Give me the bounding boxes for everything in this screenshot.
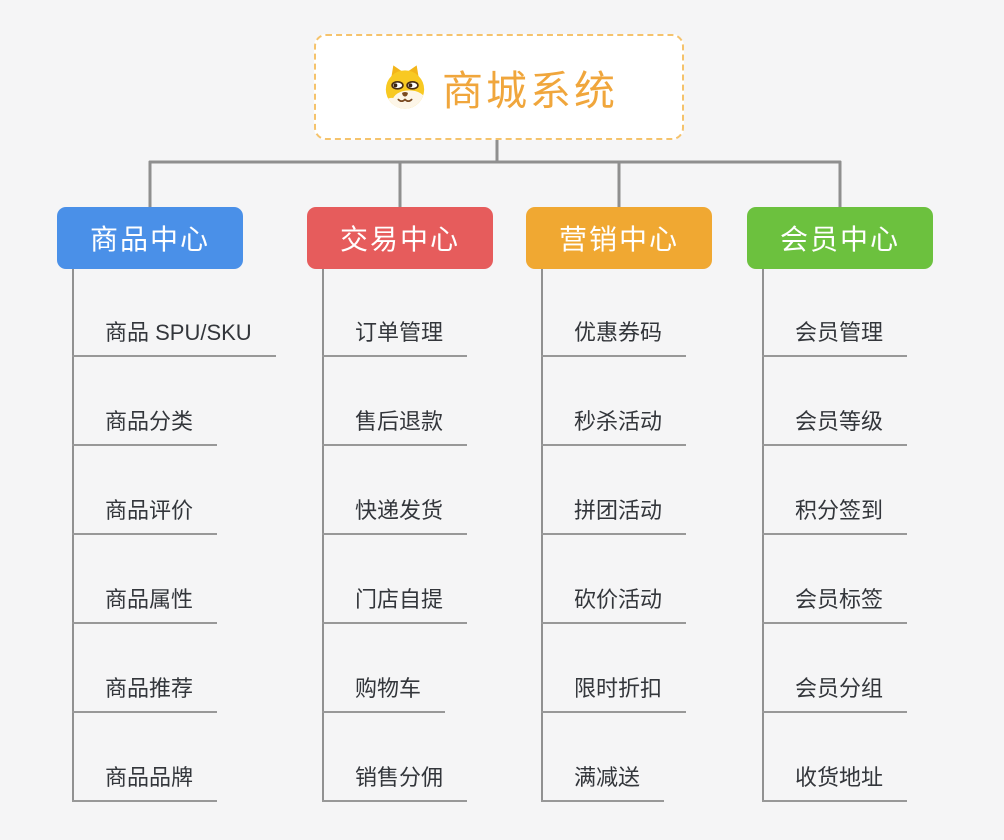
branch-header[interactable]: 营销中心 [526, 207, 712, 269]
leaf-node[interactable]: 满减送 [541, 764, 665, 802]
leaf-node[interactable]: 会员分组 [762, 675, 908, 713]
leaf-node[interactable]: 商品 SPU/SKU [72, 319, 276, 357]
branch-label: 会员中心 [779, 224, 900, 255]
branch-header[interactable]: 商品中心 [57, 207, 243, 269]
branch-label: 商品中心 [89, 224, 210, 255]
leaf-node[interactable]: 会员等级 [762, 408, 908, 446]
leaf-node[interactable]: 砍价活动 [541, 586, 687, 624]
leaf-node[interactable]: 会员管理 [762, 319, 908, 357]
branch-trunk-line [541, 269, 543, 801]
leaf-node[interactable]: 商品分类 [72, 408, 218, 446]
leaf-node[interactable]: 商品推荐 [72, 675, 218, 713]
leaf-node[interactable]: 积分签到 [762, 497, 908, 535]
root-title: 商城系统 [442, 68, 618, 114]
leaf-node[interactable]: 门店自提 [322, 586, 468, 624]
leaf-node[interactable]: 拼团活动 [541, 497, 687, 535]
dog-face-icon [385, 65, 425, 109]
branch-header[interactable]: 会员中心 [747, 207, 933, 269]
branch-label: 交易中心 [339, 224, 460, 255]
leaf-node[interactable]: 会员标签 [762, 586, 908, 624]
root-node[interactable]: 商城系统 [314, 34, 684, 140]
leaf-node[interactable]: 订单管理 [322, 319, 468, 357]
leaf-node[interactable]: 购物车 [322, 675, 446, 713]
leaf-node[interactable]: 销售分佣 [322, 764, 468, 802]
branch-header[interactable]: 交易中心 [307, 207, 493, 269]
branch-trunk-line [762, 269, 764, 801]
leaf-node[interactable]: 快递发货 [322, 497, 468, 535]
leaf-node[interactable]: 商品品牌 [72, 764, 218, 802]
leaf-node[interactable]: 秒杀活动 [541, 408, 687, 446]
leaf-node[interactable]: 收货地址 [762, 764, 908, 802]
branch-trunk-line [322, 269, 324, 801]
leaf-node[interactable]: 商品评价 [72, 497, 218, 535]
leaf-node[interactable]: 售后退款 [322, 408, 468, 446]
leaf-node[interactable]: 限时折扣 [541, 675, 687, 713]
leaf-node[interactable]: 商品属性 [72, 586, 218, 624]
branch-label: 营销中心 [558, 224, 679, 255]
leaf-node[interactable]: 优惠券码 [541, 319, 687, 357]
branch-trunk-line [72, 269, 74, 801]
